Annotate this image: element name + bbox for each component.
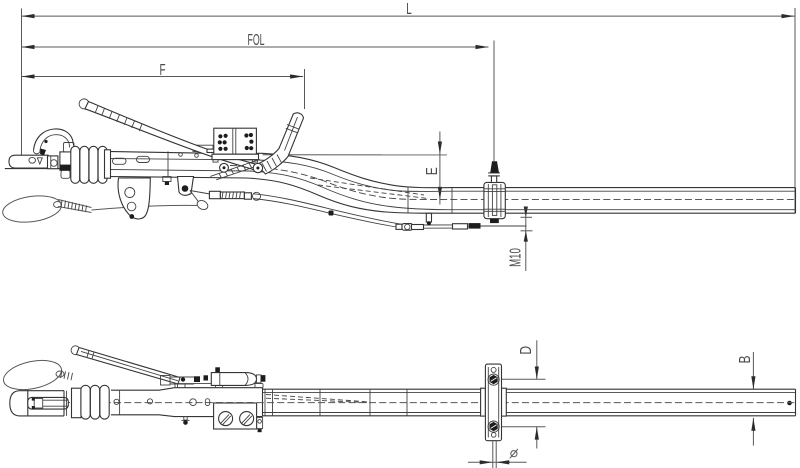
svg-text:L: L xyxy=(406,0,412,18)
svg-text:M10: M10 xyxy=(506,248,524,267)
svg-text:F: F xyxy=(159,60,165,78)
svg-text:E: E xyxy=(422,167,440,175)
svg-text:D: D xyxy=(516,346,534,355)
svg-text:B: B xyxy=(735,356,753,364)
svg-text:FOL: FOL xyxy=(247,30,264,49)
